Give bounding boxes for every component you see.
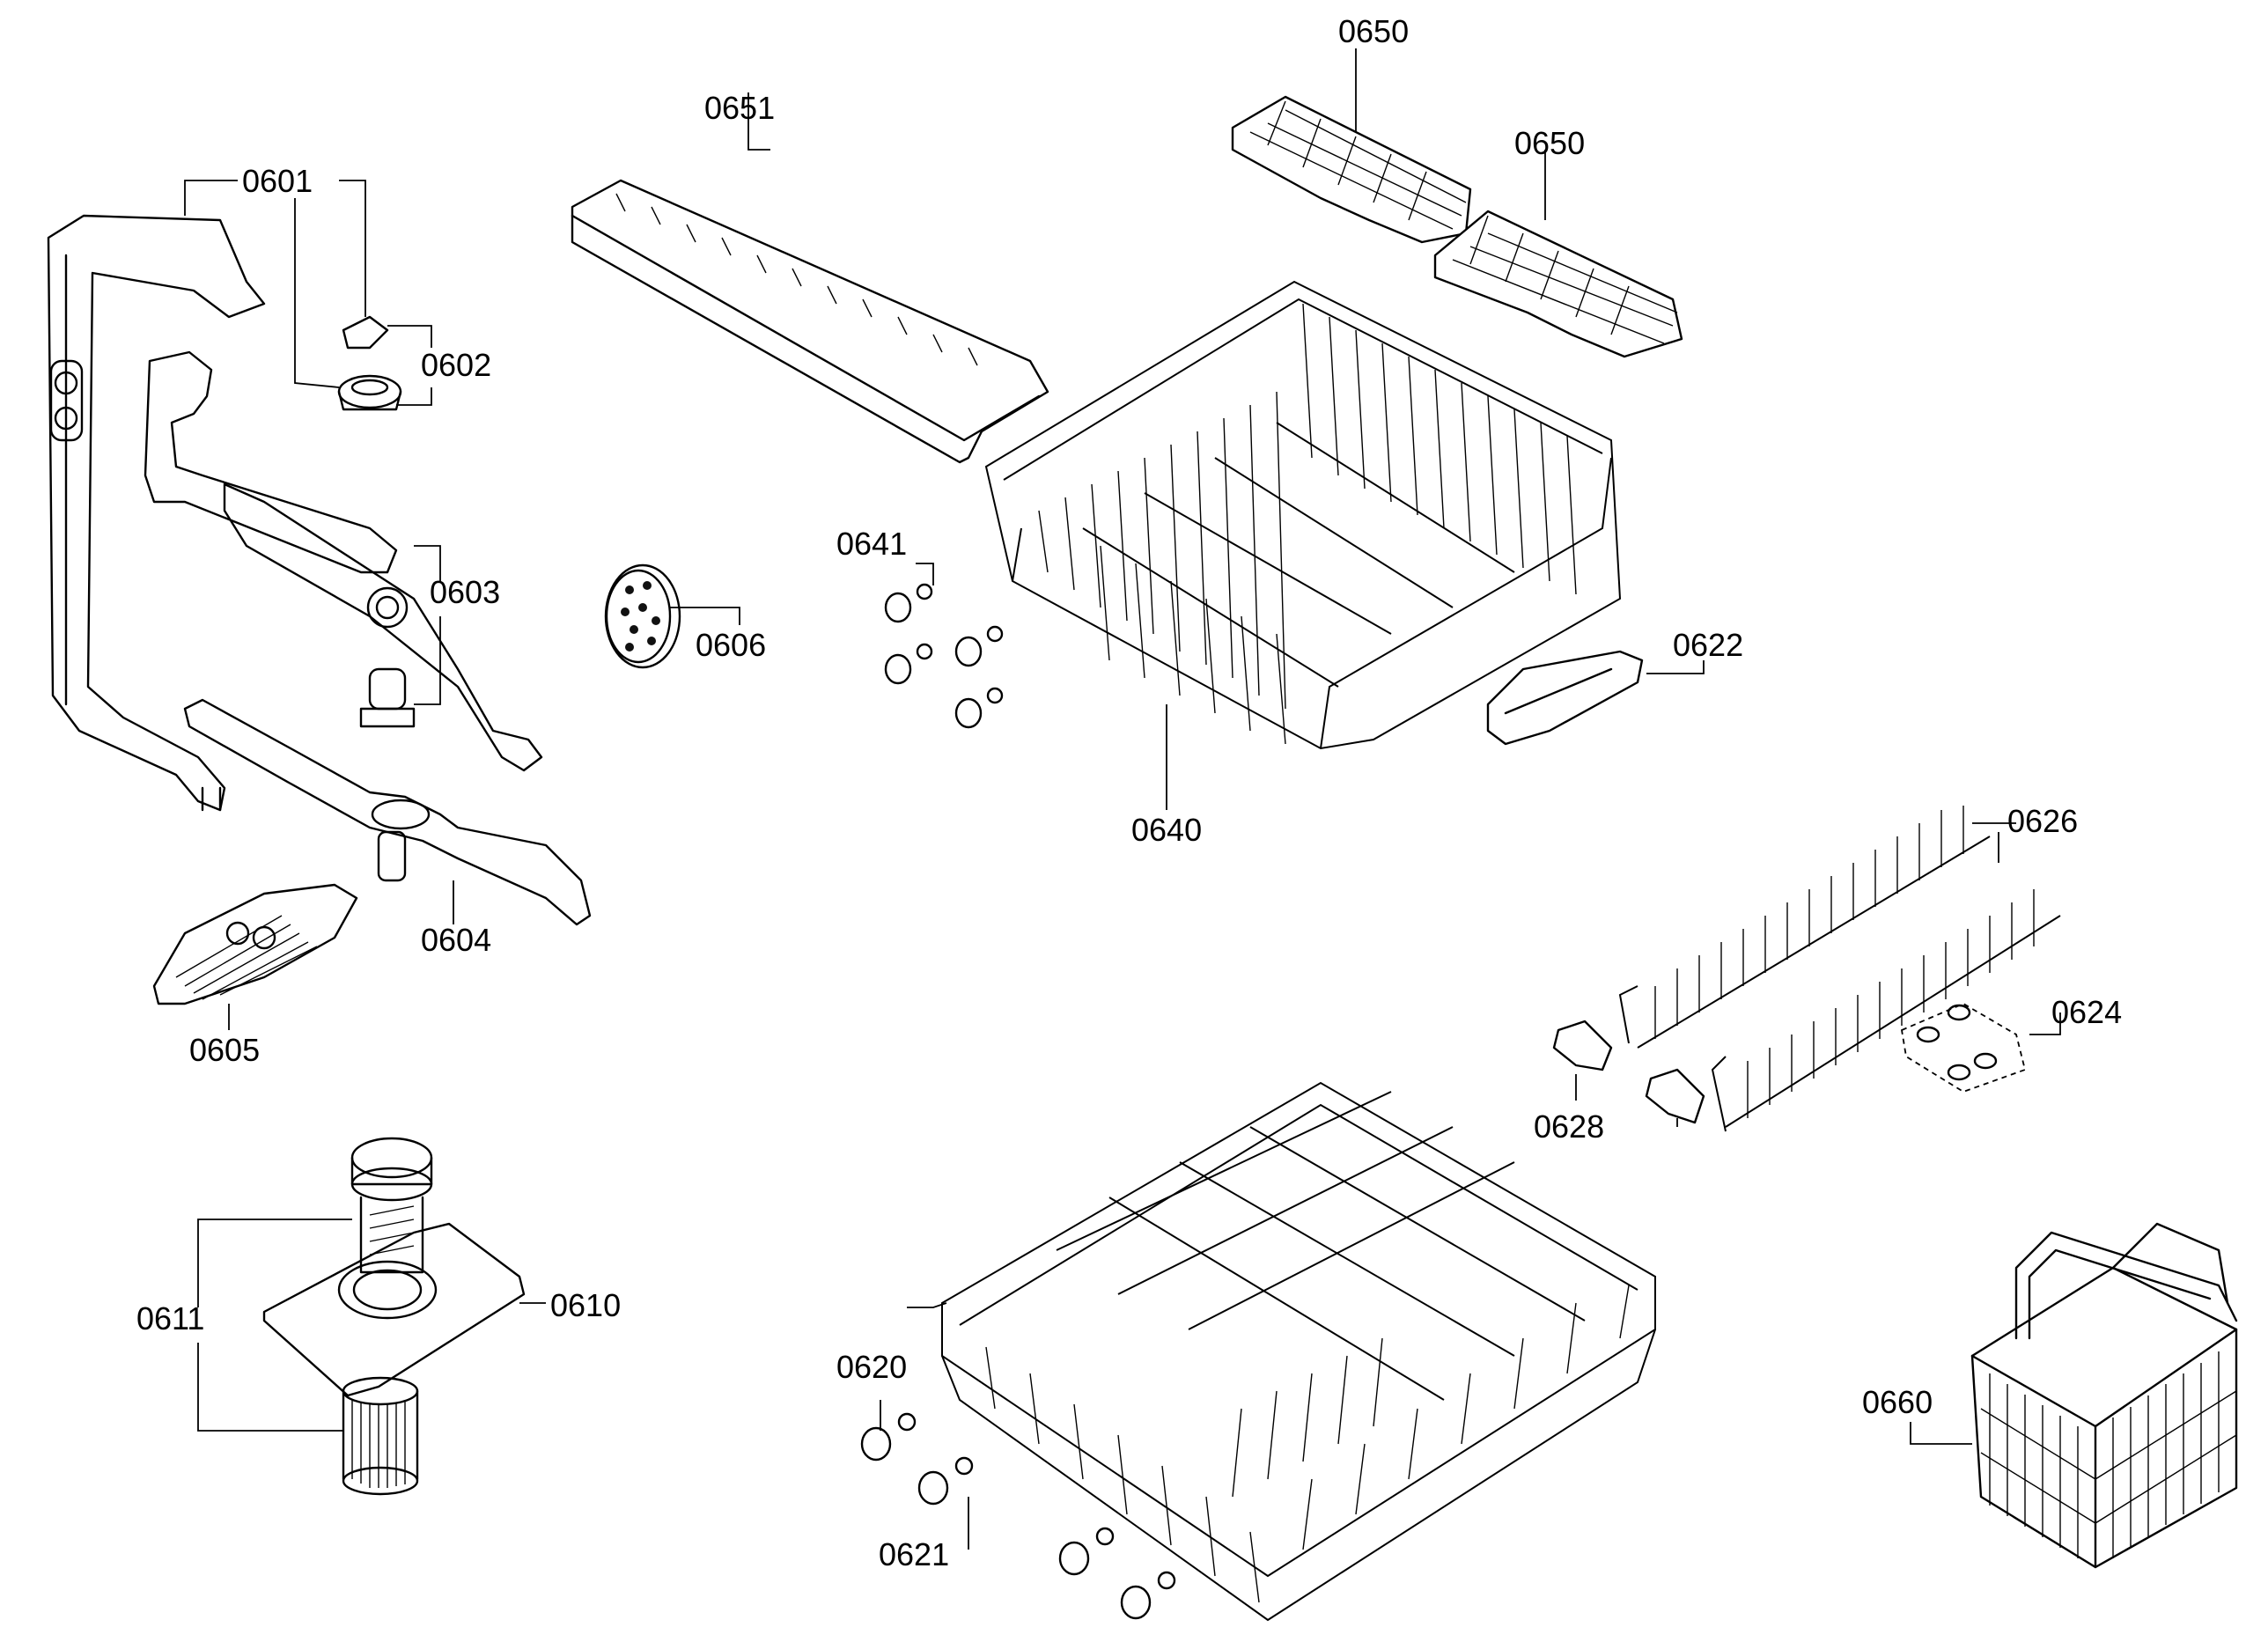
tine-clip-set [1900,1002,2027,1093]
leader-lines [184,48,2061,1550]
label-0660: 0660 [1862,1384,1933,1420]
label-0602: 0602 [421,347,491,383]
rack-handle [1486,650,1644,746]
upper-rack-wheels [884,583,1004,729]
label-0605: 0605 [189,1032,260,1068]
rack-insert-1 [1231,95,1472,244]
cup-shelf [571,179,1049,464]
fine-filter-plate [262,1222,526,1397]
nozzle-part [337,315,402,411]
folding-tine-row-1 [1618,806,1991,1049]
lower-rack [941,1081,1656,1622]
filter-disc [604,563,681,669]
label-0603: 0603 [430,574,500,610]
label-0628: 0628 [1534,1108,1604,1145]
upper-rack [984,280,1622,750]
label-0620: 0620 [836,1349,907,1385]
part-labels: 0601 0602 0603 0604 0605 0606 0610 0611 … [136,13,2122,1572]
filter-cylinder [350,1137,433,1274]
label-0624: 0624 [2051,994,2122,1030]
label-0640: 0640 [1131,812,1202,848]
coarse-sieve [152,883,358,1005]
rack-insert-2 [1433,210,1683,358]
tine-clips [1552,1020,1705,1124]
cutlery-basket [1970,1222,2238,1569]
label-0651: 0651 [704,90,775,126]
label-0621: 0621 [879,1536,949,1572]
spray-arm-supply-pipe [47,214,266,812]
label-0606: 0606 [696,627,766,663]
lower-rack-wheels [860,1412,1176,1620]
label-0650-lower: 0650 [1514,125,1585,161]
label-0604: 0604 [421,922,491,958]
label-0601: 0601 [242,163,313,199]
folding-tine-row-2 [1711,889,2061,1132]
upper-spray-arm-assembly [144,350,543,772]
lower-spray-arm [183,698,592,926]
label-0611: 0611 [136,1300,204,1336]
label-0626: 0626 [2007,803,2078,839]
micro-filter-insert [342,1376,419,1496]
label-0641: 0641 [836,526,907,562]
label-0610: 0610 [550,1287,621,1323]
label-0650-top: 0650 [1338,13,1409,49]
label-0622: 0622 [1673,627,1743,663]
